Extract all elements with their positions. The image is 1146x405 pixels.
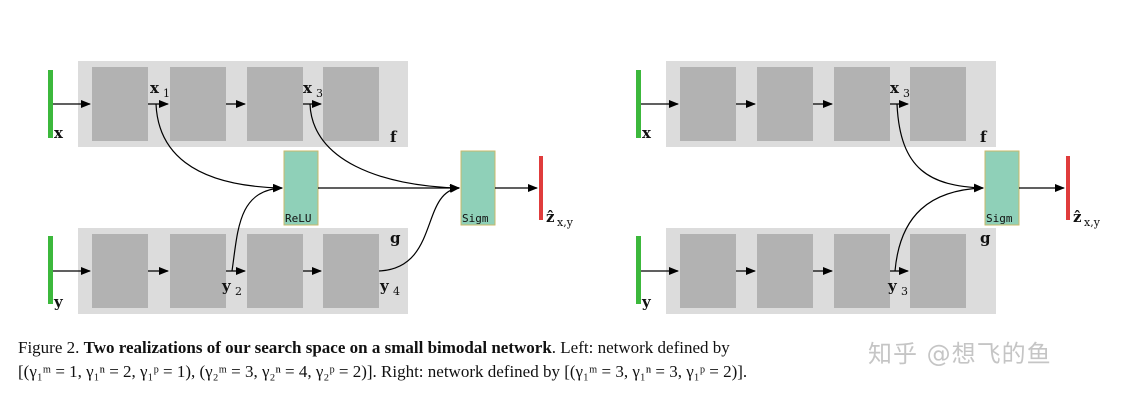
left-g-label: g bbox=[390, 229, 401, 247]
right-g-label: g bbox=[980, 229, 991, 247]
left-x3-sub: 3 bbox=[316, 87, 323, 100]
right-output-bar bbox=[1066, 156, 1070, 220]
caption-line1-rest: . Left: network defined by bbox=[551, 338, 730, 357]
right-output-label: ẑ bbox=[1073, 208, 1082, 226]
caption-prefix: Figure 2. bbox=[18, 338, 84, 357]
left-g-block-4 bbox=[323, 234, 379, 308]
left-g-block-3 bbox=[247, 234, 303, 308]
left-y4-to-sigm bbox=[378, 184, 460, 272]
left-x3-to-sigm bbox=[309, 103, 460, 192]
right-x3-label: x bbox=[890, 79, 900, 97]
left-output-label: ẑ bbox=[546, 208, 555, 226]
right-y3-to-sigm bbox=[894, 184, 984, 272]
left-f-block-4 bbox=[323, 67, 379, 141]
right-f-block-4 bbox=[910, 67, 966, 141]
left-x1-sub: 1 bbox=[163, 87, 170, 100]
left-f-block-2 bbox=[170, 67, 226, 141]
left-g-block-2 bbox=[170, 234, 226, 308]
left-input-y-label: y bbox=[53, 293, 64, 311]
left-output-sub: x,y bbox=[557, 216, 574, 229]
right-f-block-2 bbox=[757, 67, 813, 141]
left-y2-sub: 2 bbox=[235, 285, 242, 298]
right-network: x y f g x 3 y 3 Sigm ẑ x,y bbox=[636, 61, 1101, 314]
left-f-block-3 bbox=[247, 67, 303, 141]
left-input-x-bar bbox=[48, 70, 53, 138]
left-input-y-bar bbox=[48, 236, 53, 304]
right-g-block-2 bbox=[757, 234, 813, 308]
right-g-block-3 bbox=[834, 234, 890, 308]
right-output-sub: x,y bbox=[1084, 216, 1101, 229]
right-f-block-1 bbox=[680, 67, 736, 141]
watermark: 知乎 @想飞的鱼 bbox=[868, 340, 1052, 368]
caption-line-1: Figure 2. Two realizations of our search… bbox=[18, 336, 1140, 360]
right-y3-sub: 3 bbox=[901, 285, 908, 298]
left-sigm-label: Sigm bbox=[462, 212, 489, 225]
right-g-block-1 bbox=[680, 234, 736, 308]
caption-title: Two realizations of our search space on … bbox=[83, 338, 552, 357]
left-y2-to-relu bbox=[231, 184, 283, 272]
right-f-label: f bbox=[980, 128, 988, 146]
right-input-y-bar bbox=[636, 236, 641, 304]
left-relu-label: ReLU bbox=[285, 212, 312, 225]
left-x3-label: x bbox=[303, 79, 313, 97]
left-f-label: f bbox=[390, 128, 398, 146]
bimodal-network-diagram: x y f g x 1 x 3 y 2 y 4 ReLU Sigm ẑ x,y bbox=[48, 61, 1101, 314]
right-x3-sub: 3 bbox=[903, 87, 910, 100]
left-y2-label: y bbox=[221, 277, 232, 295]
left-x1-to-relu bbox=[155, 103, 283, 192]
left-x1-label: x bbox=[150, 79, 160, 97]
right-x3-to-sigm bbox=[896, 103, 984, 192]
left-y4-sub: 4 bbox=[393, 285, 400, 298]
left-network: x y f g x 1 x 3 y 2 y 4 ReLU Sigm ẑ x,y bbox=[48, 61, 574, 314]
left-output-bar bbox=[539, 156, 543, 220]
right-input-x-label: x bbox=[642, 124, 652, 142]
left-input-x-label: x bbox=[54, 124, 64, 142]
right-y3-label: y bbox=[887, 277, 898, 295]
left-g-block-1 bbox=[92, 234, 148, 308]
right-sigm-label: Sigm bbox=[986, 212, 1013, 225]
right-g-block-4 bbox=[910, 234, 966, 308]
figure-caption: Figure 2. Two realizations of our search… bbox=[18, 336, 1140, 384]
left-f-block-1 bbox=[92, 67, 148, 141]
right-input-x-bar bbox=[636, 70, 641, 138]
right-input-y-label: y bbox=[641, 293, 652, 311]
caption-line-2: [(γ₁ᵐ = 1, γ₁ⁿ = 2, γ₁ᵖ = 1), (γ₂ᵐ = 3, … bbox=[18, 362, 748, 381]
right-sigm-box bbox=[984, 150, 1020, 226]
right-f-block-3 bbox=[834, 67, 890, 141]
left-y4-label: y bbox=[379, 277, 390, 295]
